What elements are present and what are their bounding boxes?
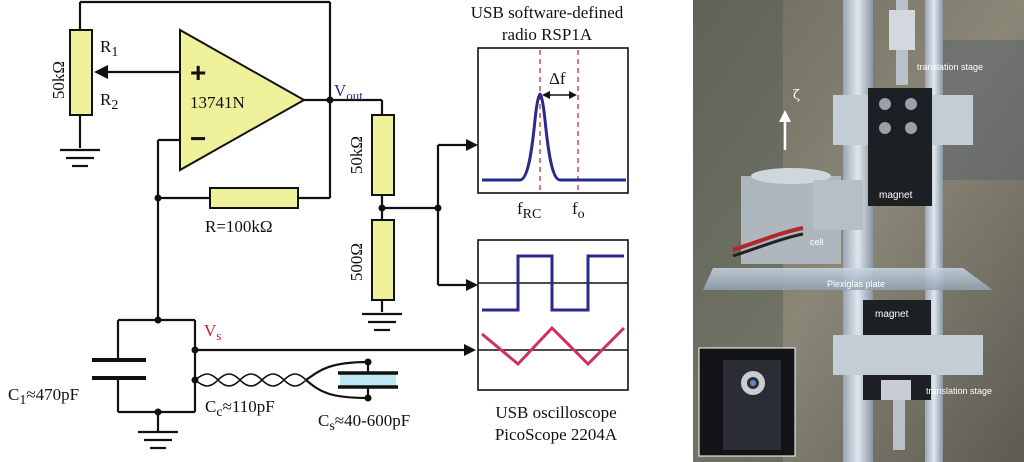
opamp-minus-sign: − [190,123,206,154]
divider-top-label: 50kΩ [347,136,366,174]
label-plexiglas-plate: Plexiglas plate [827,279,886,289]
delta-f-label: Δf [549,69,566,88]
opamp [179,28,307,172]
label-translation-stage-top: translation stage [917,62,984,72]
vout-label: Vout [334,81,363,103]
capacitor-c1 [92,358,146,380]
setup-photo: translation stage ζ magnet cell Plexigla… [693,0,1024,462]
sdr-title-line2: radio RSP1A [502,25,593,44]
cc-label: Cc≈110pF [205,397,275,420]
pot-value-label: 50kΩ [49,61,68,99]
ground-symbol-divider [362,312,402,332]
ground-symbol-input [138,430,178,450]
twisted-pair-cable [194,373,307,387]
scope-title-line1: USB oscilloscope [495,403,616,422]
r1-label: R1 [100,37,118,60]
magnet-top [868,88,932,206]
sdr-title-line1: USB software-defined [471,3,624,22]
scope-triangle-wave [481,325,626,367]
label-magnet-bottom: magnet [875,309,909,320]
vs-label: Vs [204,321,221,343]
opamp-plus-sign: + [190,57,206,88]
scope-title-line2: PicoScope 2204A [495,425,618,444]
c1-label: C1≈470pF [8,385,79,408]
divider-bottom-label: 500Ω [347,243,366,281]
label-translation-stage-bottom: translation stage [926,386,993,396]
ground-symbol-pot [60,148,100,168]
r2-label: R2 [100,90,118,113]
f-rc-label: fRC [517,199,541,222]
label-cell: cell [810,237,824,247]
opamp-model-label: 13741N [190,93,245,112]
sdr-spectrum-trace [482,92,626,182]
setup-photo-drawing [693,0,1024,462]
label-magnet-top: magnet [879,190,913,201]
scope-square-wave [482,254,624,312]
cs-label: Cs≈40-600pF [318,411,410,434]
divider-top-resistor [371,114,395,196]
capacitor-cs [338,371,398,389]
plexiglas-plate [703,268,993,290]
feedback-resistor-label: R=100kΩ [205,217,273,236]
divider-bottom-resistor [371,219,395,301]
potentiometer [69,0,330,148]
feedback-resistor [209,187,299,209]
f-o-label: fo [572,199,585,222]
label-zeta: ζ [793,88,801,103]
circuit-schematic: 50kΩ R1 R2 + − 13741N R=100kΩ Vout 50kΩ … [8,0,629,450]
